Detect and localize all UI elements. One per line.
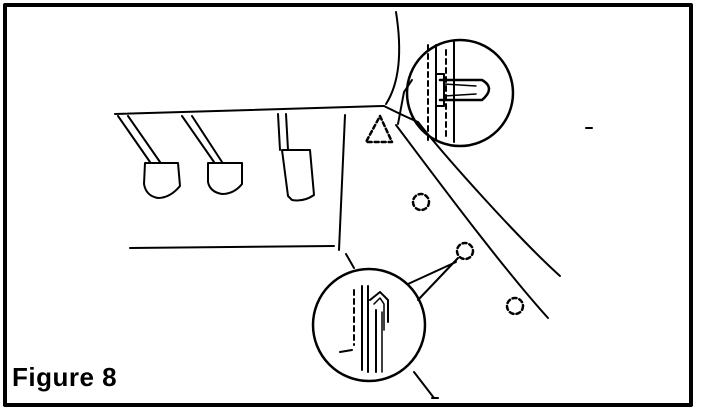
clutch-pedal [117,115,181,199]
accelerator-pedal [277,113,315,202]
brake-pedal [181,115,243,195]
clip-location-marker [455,241,475,261]
clip-location-marker [411,192,431,212]
figure-caption: Figure 8 [12,362,118,392]
lower-clip-detail [311,257,459,399]
triangle-clip-marker [364,114,394,144]
clip-location-marker [505,296,525,316]
figure-frame [3,3,693,407]
upper-clip-detail [397,38,515,148]
dashboard-outline [114,11,401,269]
